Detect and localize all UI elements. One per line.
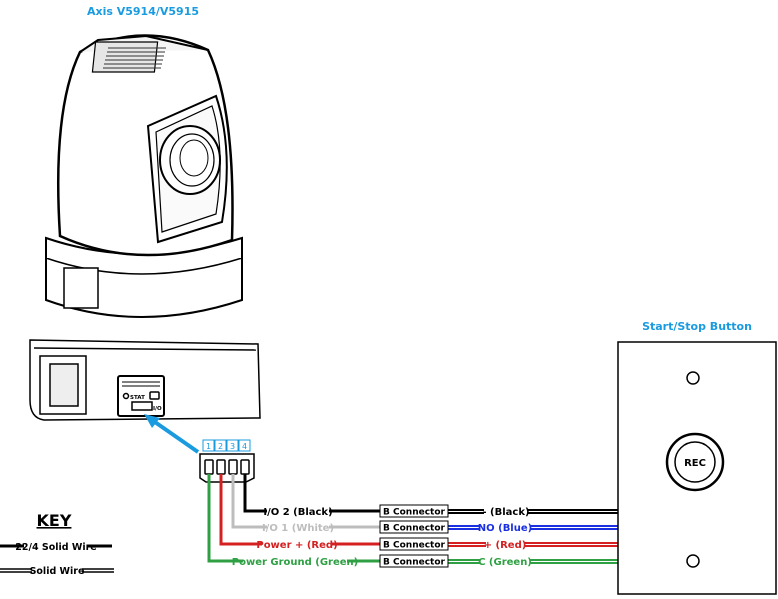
ptz-camera-illustration <box>45 34 243 318</box>
b-connectors: B Connector B Connector B Connector B Co… <box>379 504 449 568</box>
screw-hole-icon <box>686 371 700 385</box>
button-title: Start/Stop Button <box>642 320 752 333</box>
button-wire-label-c: C (Green) <box>478 557 532 568</box>
button-wire-label-no: NO (Blue) <box>478 523 532 534</box>
pin-number: 1 <box>206 442 211 451</box>
b-connector-label: B Connector <box>383 524 446 534</box>
wire-label-io2: I/O 2 (Black) <box>263 507 332 518</box>
wire-label-io1: I/O 1 (White) <box>262 523 334 534</box>
io-port-arrow <box>144 414 200 454</box>
rec-label: REC <box>684 458 706 469</box>
button-wire-label-plus: + (Red) <box>484 540 527 551</box>
camera-base-illustration <box>29 339 261 421</box>
key-item-solid-wire: Solid Wire <box>30 566 85 577</box>
button-wire-labels: - (Black) NO (Blue) + (Red) C (Green) <box>478 505 532 568</box>
start-stop-button-plate: REC <box>617 341 777 595</box>
pin-numbers: 1 2 3 4 <box>202 439 251 452</box>
io-connector-block <box>199 453 255 483</box>
rec-button <box>674 441 716 483</box>
stat-label: STAT <box>130 395 145 401</box>
key-legend: KEY 22/4 Solid Wire Solid Wire <box>0 511 114 577</box>
io-label: I/O <box>153 406 162 412</box>
key-title: KEY <box>37 511 72 530</box>
camera-wire-labels: I/O 2 (Black) I/O 1 (White) Power + (Red… <box>232 505 358 568</box>
pin-number: 3 <box>230 442 235 451</box>
b-connector-label: B Connector <box>383 558 446 568</box>
button-wires <box>448 509 618 564</box>
wire-label-power-plus: Power + (Red) <box>256 540 337 551</box>
b-connector-label: B Connector <box>383 541 446 551</box>
b-connector-label: B Connector <box>383 508 446 518</box>
camera-title: Axis V5914/V5915 <box>87 5 199 18</box>
key-item-22-4-solid-wire: 22/4 Solid Wire <box>15 542 96 553</box>
screw-hole-icon <box>686 554 700 568</box>
button-wire-label-minus: - (Black) <box>482 507 529 518</box>
pin-number: 2 <box>218 442 223 451</box>
pin-number: 4 <box>242 442 247 451</box>
wire-label-power-ground: Power Ground (Green) <box>232 557 358 568</box>
